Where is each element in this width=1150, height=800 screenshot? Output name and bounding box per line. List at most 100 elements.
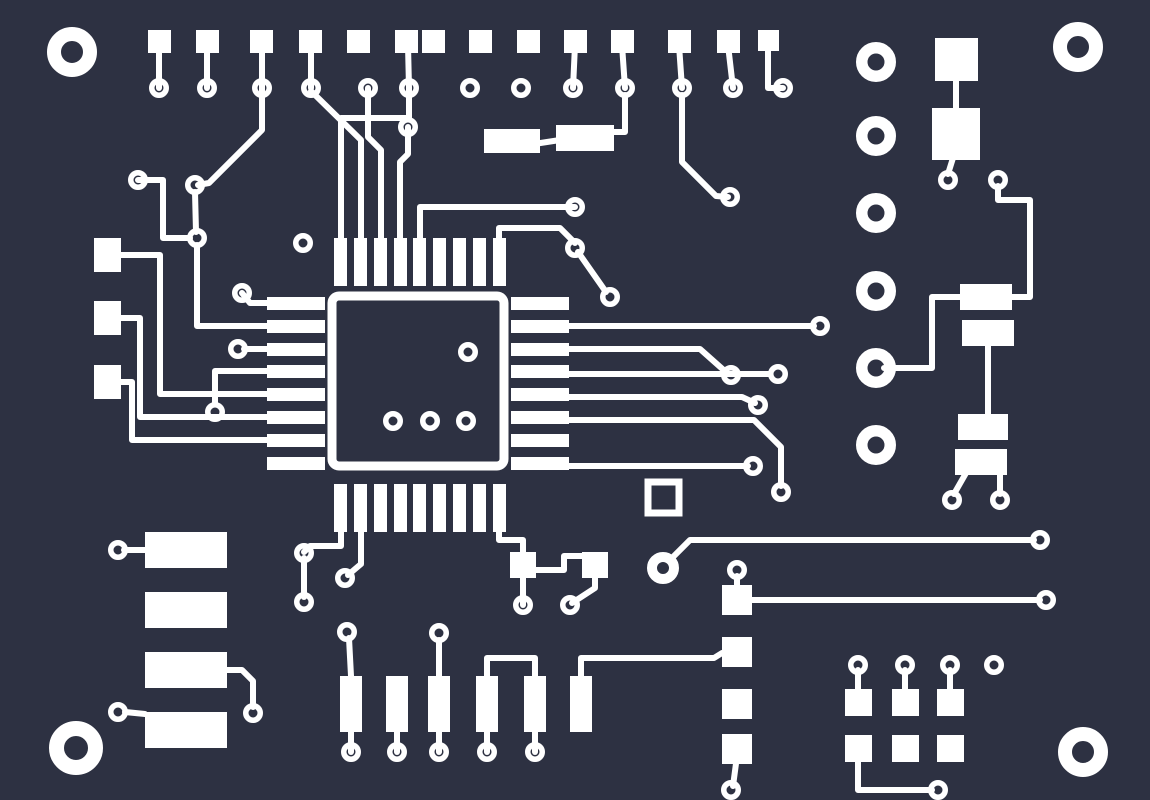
ic-pin xyxy=(334,238,347,286)
via xyxy=(895,655,915,675)
trace xyxy=(669,537,1037,561)
smd-pad xyxy=(395,30,418,53)
via xyxy=(771,482,791,502)
ic-pin xyxy=(267,434,325,447)
via xyxy=(228,339,248,359)
ic-pin xyxy=(511,434,569,447)
mounting-hole xyxy=(1058,727,1108,777)
trace xyxy=(117,379,270,443)
smd-pad xyxy=(892,735,919,762)
trace xyxy=(496,225,578,246)
via xyxy=(187,228,207,248)
trace xyxy=(533,553,585,573)
via xyxy=(942,490,962,510)
via xyxy=(988,170,1008,190)
via xyxy=(721,780,741,800)
trace xyxy=(117,252,270,397)
smd-pad xyxy=(347,30,370,53)
smd-pad xyxy=(148,30,171,53)
ic-pin xyxy=(511,365,569,378)
ic-pin xyxy=(267,457,325,470)
trace xyxy=(496,529,526,557)
via xyxy=(243,703,263,723)
component-outline xyxy=(644,478,683,517)
via xyxy=(197,78,217,98)
trace xyxy=(609,92,628,135)
via-large xyxy=(856,42,896,82)
via xyxy=(720,187,740,207)
ic-pin xyxy=(511,411,569,424)
via xyxy=(615,78,635,98)
via xyxy=(335,568,355,588)
smd-pad xyxy=(422,30,445,53)
smd-pad xyxy=(611,30,634,53)
ic-pin xyxy=(334,484,347,532)
smd-pad xyxy=(510,552,536,578)
smd-pad xyxy=(386,676,408,732)
trace xyxy=(578,650,725,683)
smd-pad xyxy=(722,734,752,764)
smd-pad xyxy=(517,30,540,53)
smd-pad xyxy=(94,365,121,399)
smd-pad xyxy=(145,652,227,688)
smd-pad xyxy=(570,676,592,732)
via xyxy=(458,342,478,362)
via xyxy=(563,78,583,98)
ic-pin xyxy=(267,388,325,401)
ic-pin xyxy=(433,484,446,532)
smd-pad xyxy=(937,689,964,716)
smd-pad xyxy=(145,592,227,628)
via xyxy=(984,655,1004,675)
via xyxy=(721,365,741,385)
smd-pad xyxy=(932,108,980,160)
via xyxy=(383,411,403,431)
trace xyxy=(135,177,193,241)
ic-pin xyxy=(473,484,486,532)
via xyxy=(1036,590,1056,610)
via xyxy=(672,78,692,98)
trace xyxy=(195,85,265,188)
via xyxy=(743,456,763,476)
via xyxy=(723,78,743,98)
ic-pin xyxy=(354,238,367,286)
trace xyxy=(679,92,731,200)
ic-pin xyxy=(267,365,325,378)
ic-pin xyxy=(511,297,569,310)
via xyxy=(525,742,545,762)
trace xyxy=(308,88,364,241)
via xyxy=(773,78,793,98)
smd-pad xyxy=(582,552,608,578)
via xyxy=(560,595,580,615)
smd-pad xyxy=(955,449,1007,475)
trace xyxy=(122,709,148,717)
smd-pad xyxy=(958,414,1008,440)
ic-pin xyxy=(493,484,506,532)
via xyxy=(727,560,747,580)
smd-pad xyxy=(556,125,614,151)
ic-pin xyxy=(267,411,325,424)
via-large xyxy=(856,193,896,233)
trace xyxy=(224,667,256,710)
ic-pin xyxy=(394,484,407,532)
trace xyxy=(566,346,730,376)
via xyxy=(252,78,272,98)
via xyxy=(565,238,585,258)
via xyxy=(1030,530,1050,550)
via xyxy=(938,170,958,190)
trace xyxy=(566,394,758,406)
trace xyxy=(995,183,1033,300)
smd-pad xyxy=(962,320,1014,346)
smd-pad xyxy=(668,30,691,53)
via xyxy=(848,655,868,675)
via xyxy=(337,622,357,642)
ic-pin xyxy=(511,320,569,333)
trace xyxy=(569,573,598,606)
smd-pad xyxy=(340,676,362,732)
smd-pad xyxy=(299,30,322,53)
ic-pin xyxy=(453,238,466,286)
trace xyxy=(397,124,411,241)
ic-pin xyxy=(493,238,506,286)
ic-pin xyxy=(267,343,325,356)
smd-pad xyxy=(960,284,1012,310)
